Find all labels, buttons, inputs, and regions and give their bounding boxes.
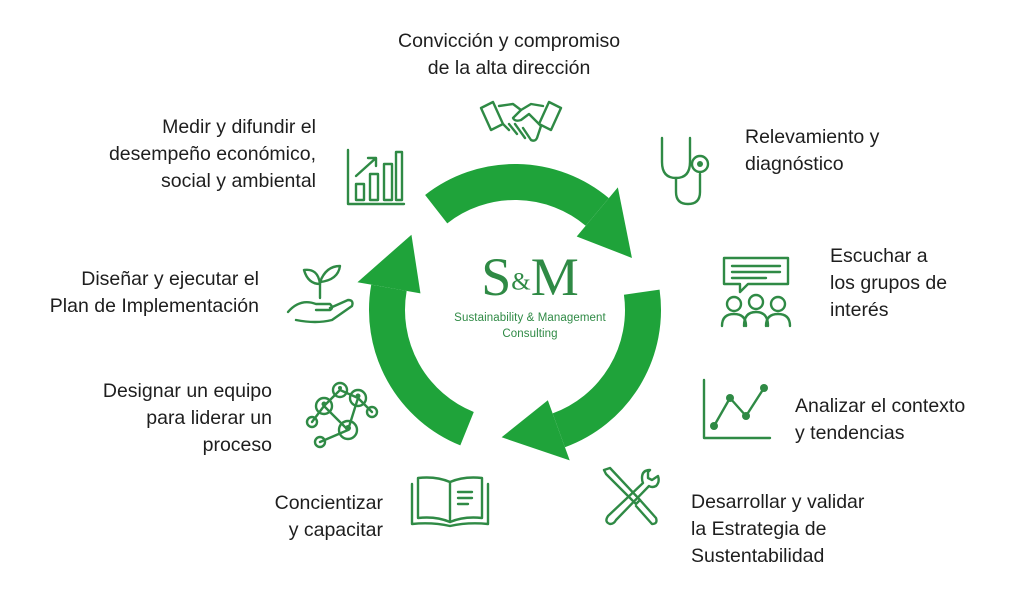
logo-subtitle-2: Consulting	[502, 327, 558, 340]
logo-ampersand: &	[511, 268, 531, 296]
cycle-arrows	[357, 164, 661, 461]
sm-logo: S&M Sustainability & Management Consulti…	[440, 250, 620, 342]
logo-letter-s: S	[481, 247, 512, 307]
logo-subtitle-1: Sustainability & Management	[454, 311, 606, 324]
step-label-measure: Medir y difundir el desempeño económico,…	[108, 116, 316, 192]
open-book-icon	[410, 474, 490, 528]
team-network-icon	[300, 378, 382, 452]
step-label-team: Designar un equipo para liderar un proce…	[102, 380, 272, 456]
step-label-strategy: Desarrollar y validar la Estrategia de S…	[691, 491, 865, 567]
cycle-arrow-head-2	[501, 400, 570, 461]
plant-in-hand-icon	[286, 262, 358, 326]
step-label-diagnosis: Relevamiento y diagnóstico	[745, 126, 880, 175]
cycle-arrow-body-2	[552, 289, 661, 448]
cycle-arrow-head-3	[357, 234, 421, 294]
logo-letter-m: M	[530, 247, 579, 307]
stethoscope-icon	[656, 134, 714, 208]
handshake-icon	[479, 94, 563, 150]
cycle-arrow-head-1	[576, 187, 632, 258]
group-chat-icon	[718, 256, 794, 330]
step-label-stakeholders: Escuchar a los grupos de interés	[830, 245, 948, 321]
bar-chart-growth-icon	[346, 148, 406, 206]
cycle-arrow-body-3	[369, 284, 475, 446]
step-label-context: Analizar el contexto y tendencias	[795, 395, 966, 444]
cycle-arrow-body-1	[425, 164, 609, 227]
step-label-commitment: Convicción y compromiso de la alta direc…	[398, 30, 621, 79]
trend-chart-icon	[700, 378, 772, 444]
wrench-screwdriver-icon	[598, 466, 662, 528]
step-label-implementation: Diseñar y ejecutar el Plan de Implementa…	[49, 268, 259, 317]
step-label-awareness: Concientizar y capacitar	[274, 492, 383, 541]
